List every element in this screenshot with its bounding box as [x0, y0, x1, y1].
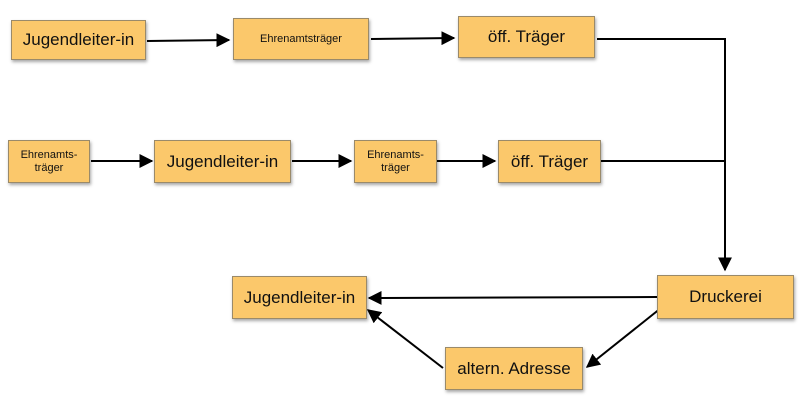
node-row1-ehrenamtstraeger: Ehrenamtsträger — [233, 18, 369, 60]
node-row1-oeff-traeger: öff. Träger — [458, 16, 595, 58]
node-row1-jugendleiter: Jugendleiter-in — [11, 20, 146, 60]
connector-row1-to-druckerei — [597, 38, 726, 161]
node-result-jugendleiter: Jugendleiter-in — [232, 276, 367, 319]
node-altern-adresse: altern. Adresse — [445, 347, 583, 390]
node-row2-ehrenamtstraeger-b: Ehrenamts- träger — [354, 140, 437, 183]
node-row2-jugendleiter: Jugendleiter-in — [154, 140, 291, 183]
arrow-druckerei-to-jugendleiter — [367, 290, 658, 305]
arrow-altern-adresse-to-jugendleiter — [366, 309, 444, 369]
node-druckerei: Druckerei — [657, 275, 794, 319]
node-row2-oeff-traeger: öff. Träger — [498, 140, 601, 183]
node-row2-ehrenamtstraeger-a: Ehrenamts- träger — [8, 140, 90, 183]
arrow-jugendleiter-to-ehrenamtstraeger — [146, 33, 231, 48]
arrow-ehrenamtstraeger-to-oeff-traeger — [370, 31, 456, 46]
arrow-druckerei-to-altern-adresse — [585, 307, 662, 368]
